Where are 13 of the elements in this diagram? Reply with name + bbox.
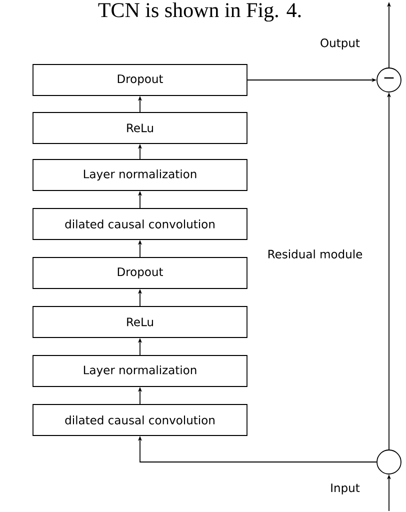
- module-label: Residual module: [268, 250, 362, 258]
- input-label: Input: [331, 484, 360, 494]
- layer-box: Dropout: [32, 257, 248, 289]
- output-label: Output: [320, 38, 360, 50]
- caption-text: TCN is shown in Fig. 4.: [98, 2, 301, 22]
- junction-circle: [376, 450, 402, 474]
- layer-box: dilated causal convolution: [32, 404, 248, 436]
- layer-box: dilated causal convolution: [32, 208, 248, 240]
- layer-box: ReLu: [32, 306, 248, 338]
- layer-box: Dropout: [32, 64, 248, 96]
- layer-box: Layer normalization: [32, 355, 248, 387]
- layer-box: Layer normalization: [32, 159, 248, 191]
- layer-box: ReLu: [32, 112, 248, 144]
